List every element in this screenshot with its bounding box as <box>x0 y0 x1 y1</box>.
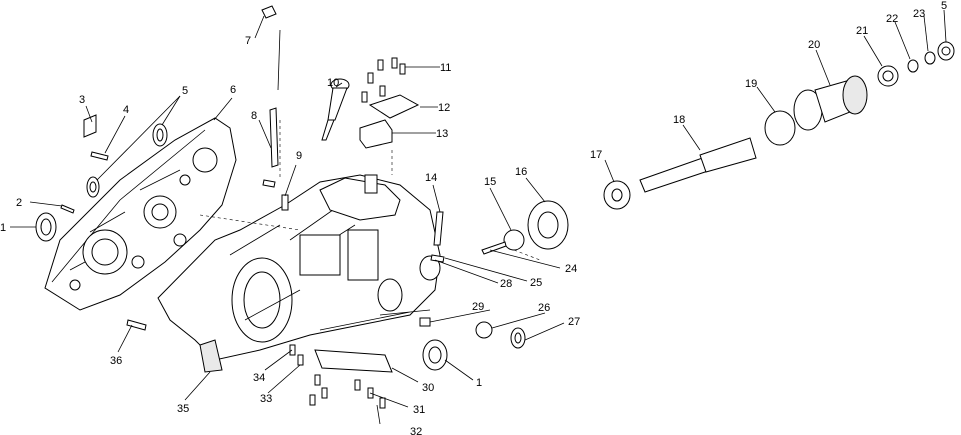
callout-16: 16 <box>515 166 527 178</box>
callout-5: 5 <box>182 85 188 97</box>
callout-13: 13 <box>436 128 448 140</box>
callout-3: 3 <box>79 94 85 106</box>
callout-10: 10 <box>327 77 339 89</box>
dowel-pin <box>60 204 75 214</box>
washer-15 <box>503 229 525 251</box>
shim <box>83 114 97 138</box>
pin-36 <box>126 319 147 331</box>
bracket <box>368 94 420 119</box>
plug-26 <box>475 321 493 339</box>
callout-1: 1 <box>0 222 6 234</box>
outer-cover <box>44 117 237 311</box>
callout-11: 11 <box>440 62 451 74</box>
callout-30: 30 <box>422 382 434 394</box>
callout-6: 6 <box>230 84 236 96</box>
callout-31: 31 <box>413 404 425 416</box>
callout-25: 25 <box>530 277 542 289</box>
bolts-11 <box>361 57 406 103</box>
callout-4: 4 <box>123 104 129 116</box>
seal-left <box>35 212 57 242</box>
callout-28: 28 <box>500 278 512 290</box>
dipstick-line <box>277 29 281 91</box>
stud-24 <box>481 241 507 255</box>
callout-5-right: 5 <box>941 0 947 12</box>
fitting-29 <box>419 317 431 327</box>
main-housing <box>157 174 441 373</box>
callout-22: 22 <box>886 13 898 25</box>
callout-1-right: 1 <box>476 377 482 389</box>
callout-23: 23 <box>913 8 925 20</box>
seal-right <box>422 339 448 371</box>
callout-29: 29 <box>472 301 484 313</box>
callout-24: 24 <box>565 263 577 275</box>
callout-2: 2 <box>16 197 22 209</box>
pin-9a <box>262 179 276 188</box>
callout-12: 12 <box>438 102 450 114</box>
gear-16 <box>527 200 569 250</box>
callout-26: 26 <box>538 302 550 314</box>
leader-lines <box>10 9 947 425</box>
callout-20: 20 <box>808 39 820 51</box>
shaft-assembly <box>603 41 955 210</box>
clip <box>261 5 277 19</box>
callout-35: 35 <box>177 403 189 415</box>
callout-9: 9 <box>296 150 302 162</box>
callout-36: 36 <box>110 355 122 367</box>
stud <box>433 211 444 246</box>
block <box>359 119 393 149</box>
callout-34: 34 <box>253 372 265 384</box>
callout-19: 19 <box>745 78 757 90</box>
callout-33: 33 <box>260 393 272 405</box>
callout-18: 18 <box>673 114 685 126</box>
seals-5 <box>86 123 168 198</box>
pin-9b <box>281 194 289 211</box>
washer-28 <box>430 254 445 263</box>
callout-21: 21 <box>856 25 868 37</box>
seal-27 <box>510 327 526 349</box>
dipstick <box>269 107 279 168</box>
callout-8: 8 <box>251 110 257 122</box>
callout-27: 27 <box>568 316 580 328</box>
callout-14: 14 <box>425 172 437 184</box>
callout-7: 7 <box>245 35 251 47</box>
callout-15: 15 <box>484 176 496 188</box>
pin <box>90 151 109 161</box>
callout-32: 32 <box>410 426 422 435</box>
sensor <box>321 78 350 141</box>
callout-17: 17 <box>590 149 602 161</box>
cover-plate <box>314 349 393 373</box>
